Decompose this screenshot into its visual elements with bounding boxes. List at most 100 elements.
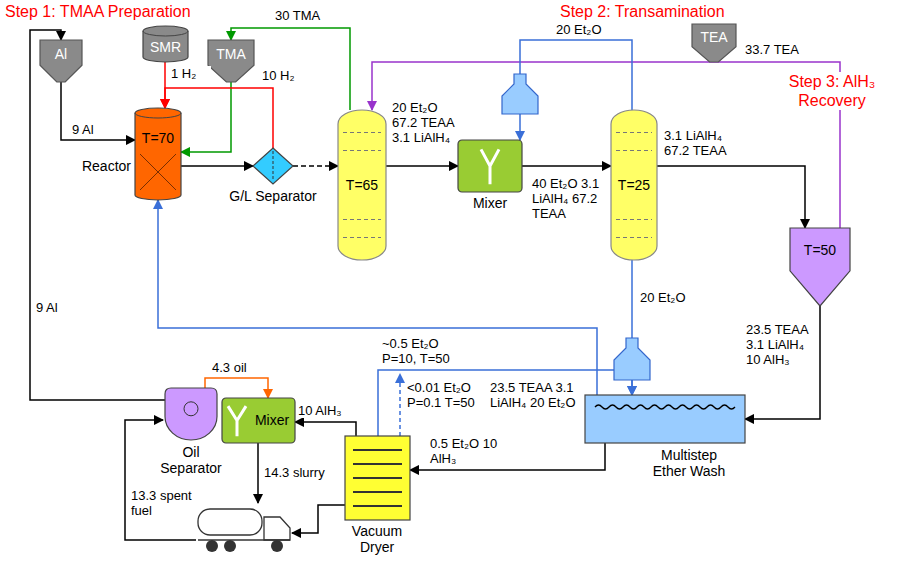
flow-connector	[657, 166, 805, 228]
flow-connector	[293, 165, 338, 167]
shape-outline	[458, 140, 522, 192]
node-text: TEA	[692, 29, 736, 45]
hopper-body	[40, 40, 82, 82]
shape-outline	[253, 148, 293, 184]
vessel-rim	[143, 31, 188, 36]
node-text: Al	[40, 46, 82, 62]
flow-connector	[30, 30, 165, 400]
feed-hopper: Al	[40, 40, 82, 82]
recovery-body	[790, 228, 850, 306]
wash-body	[585, 395, 745, 443]
ether-bottle	[614, 338, 650, 380]
shape-outline	[790, 228, 850, 306]
vessel-body	[143, 26, 188, 62]
flow-connector	[522, 165, 611, 167]
shape-outline	[135, 108, 181, 200]
vessel-rim	[135, 113, 181, 118]
truck-wheel	[206, 540, 218, 552]
stream-label: 1 H₂	[171, 66, 211, 81]
reactor-vessel: ReactorT=70	[135, 108, 181, 200]
stream-label: 4.3 oil	[212, 360, 264, 375]
column-vessel: T=65	[338, 110, 386, 260]
stream-label: 23.5 TEAA 3.1 LiAlH₄ 10 AlH₃	[746, 322, 816, 367]
node-heading: Vacuum Dryer	[337, 523, 417, 555]
flow-connector	[181, 165, 253, 167]
stream-note: 13.3 spent fuel	[131, 488, 193, 518]
feed-hopper: TMA	[208, 40, 254, 82]
shape-outline	[585, 395, 745, 443]
shape-outline	[165, 388, 217, 440]
separator-diamond: G/L Separator	[253, 148, 293, 184]
oil-separator: Oil Separator	[165, 388, 217, 440]
recovery-vessel: T=50	[790, 228, 850, 306]
dryer-to-truck-line	[292, 505, 345, 533]
node-heading: Mixer	[450, 195, 530, 211]
mixer-body	[222, 398, 295, 443]
column-tray	[343, 219, 381, 220]
mixer-symbol	[481, 149, 499, 184]
mixer-symbol	[228, 406, 246, 436]
stream-label: 20 Et₂O	[556, 22, 616, 37]
step-heading: Step 3: AlH₃ Recovery	[770, 72, 894, 110]
node-heading: G/L Separator	[223, 188, 323, 204]
wash-tank: Multistep Ether Wash	[585, 395, 745, 443]
dryer-shelf	[353, 505, 402, 507]
column-tray	[616, 237, 652, 238]
flow-connector	[386, 165, 458, 167]
flow-connector	[181, 82, 231, 152]
step-heading: Step 2: Transamination	[560, 2, 760, 21]
node-heading: Reactor	[79, 158, 131, 174]
column-tray	[616, 150, 652, 151]
separator-filter	[273, 151, 274, 181]
dryer-shelf	[353, 477, 402, 479]
vacuum-dryer: Vacuum Dryer	[345, 436, 410, 520]
dryer-body	[345, 436, 410, 520]
truck-cab	[264, 517, 290, 540]
column-tray	[616, 219, 652, 220]
node-text: T=25	[611, 177, 657, 193]
stream-label: 33.7 TEA	[745, 42, 811, 57]
mixer-body	[458, 140, 522, 192]
ether-bottle	[502, 74, 538, 114]
mixer-box: Mixer	[222, 398, 295, 443]
node-text: T=70	[135, 130, 181, 146]
catalyst-bed	[140, 154, 176, 190]
storage-tank: SMR	[143, 26, 188, 62]
stream-label: 10 H₂	[262, 68, 306, 83]
column-tray	[343, 150, 381, 151]
mixer-box: Mixer	[458, 140, 522, 192]
truck-tank	[198, 509, 262, 535]
stream-note: 14.3 slurry	[264, 465, 344, 480]
vacuum-vent-line	[399, 374, 401, 436]
column-tray	[343, 237, 381, 238]
column-tray	[343, 132, 381, 133]
stream-label: 40 Et₂O 3.1 LiAlH₄ 67.2 TEAA	[532, 176, 606, 221]
flow-connector	[745, 306, 820, 419]
truck-wheel	[224, 540, 236, 552]
vessel-body	[135, 108, 181, 200]
stream-label: 10 AlH₃	[298, 403, 354, 418]
node-text: TMA	[208, 46, 254, 62]
feed-hopper: TEA	[692, 24, 736, 62]
flow-connector	[61, 82, 135, 140]
node-text: T=65	[338, 177, 386, 193]
hopper-body	[208, 40, 254, 82]
stream-label: 9 Al	[36, 300, 66, 315]
shape-outline	[345, 436, 410, 520]
dryer-shelf	[353, 449, 402, 451]
separator-body	[253, 148, 293, 184]
column-vessel: T=25	[611, 110, 657, 260]
dryer-shelf	[353, 463, 402, 465]
slurry-line	[257, 443, 259, 503]
stream-label: 20 Et₂O 67.2 TEAA 3.1 LiAlH₄	[392, 100, 456, 145]
node-heading: Multistep Ether Wash	[643, 447, 735, 479]
stream-label: ~0.5 Et₂O P=10, T=50	[382, 336, 458, 366]
stream-label: 3.1 LiAlH₄ 67.2 TEAA	[664, 128, 744, 158]
stream-label: 20 Et₂O	[640, 290, 700, 305]
column-tray	[616, 132, 652, 133]
stream-note: <0.01 Et₂O P=0.1 T=50	[407, 380, 475, 410]
